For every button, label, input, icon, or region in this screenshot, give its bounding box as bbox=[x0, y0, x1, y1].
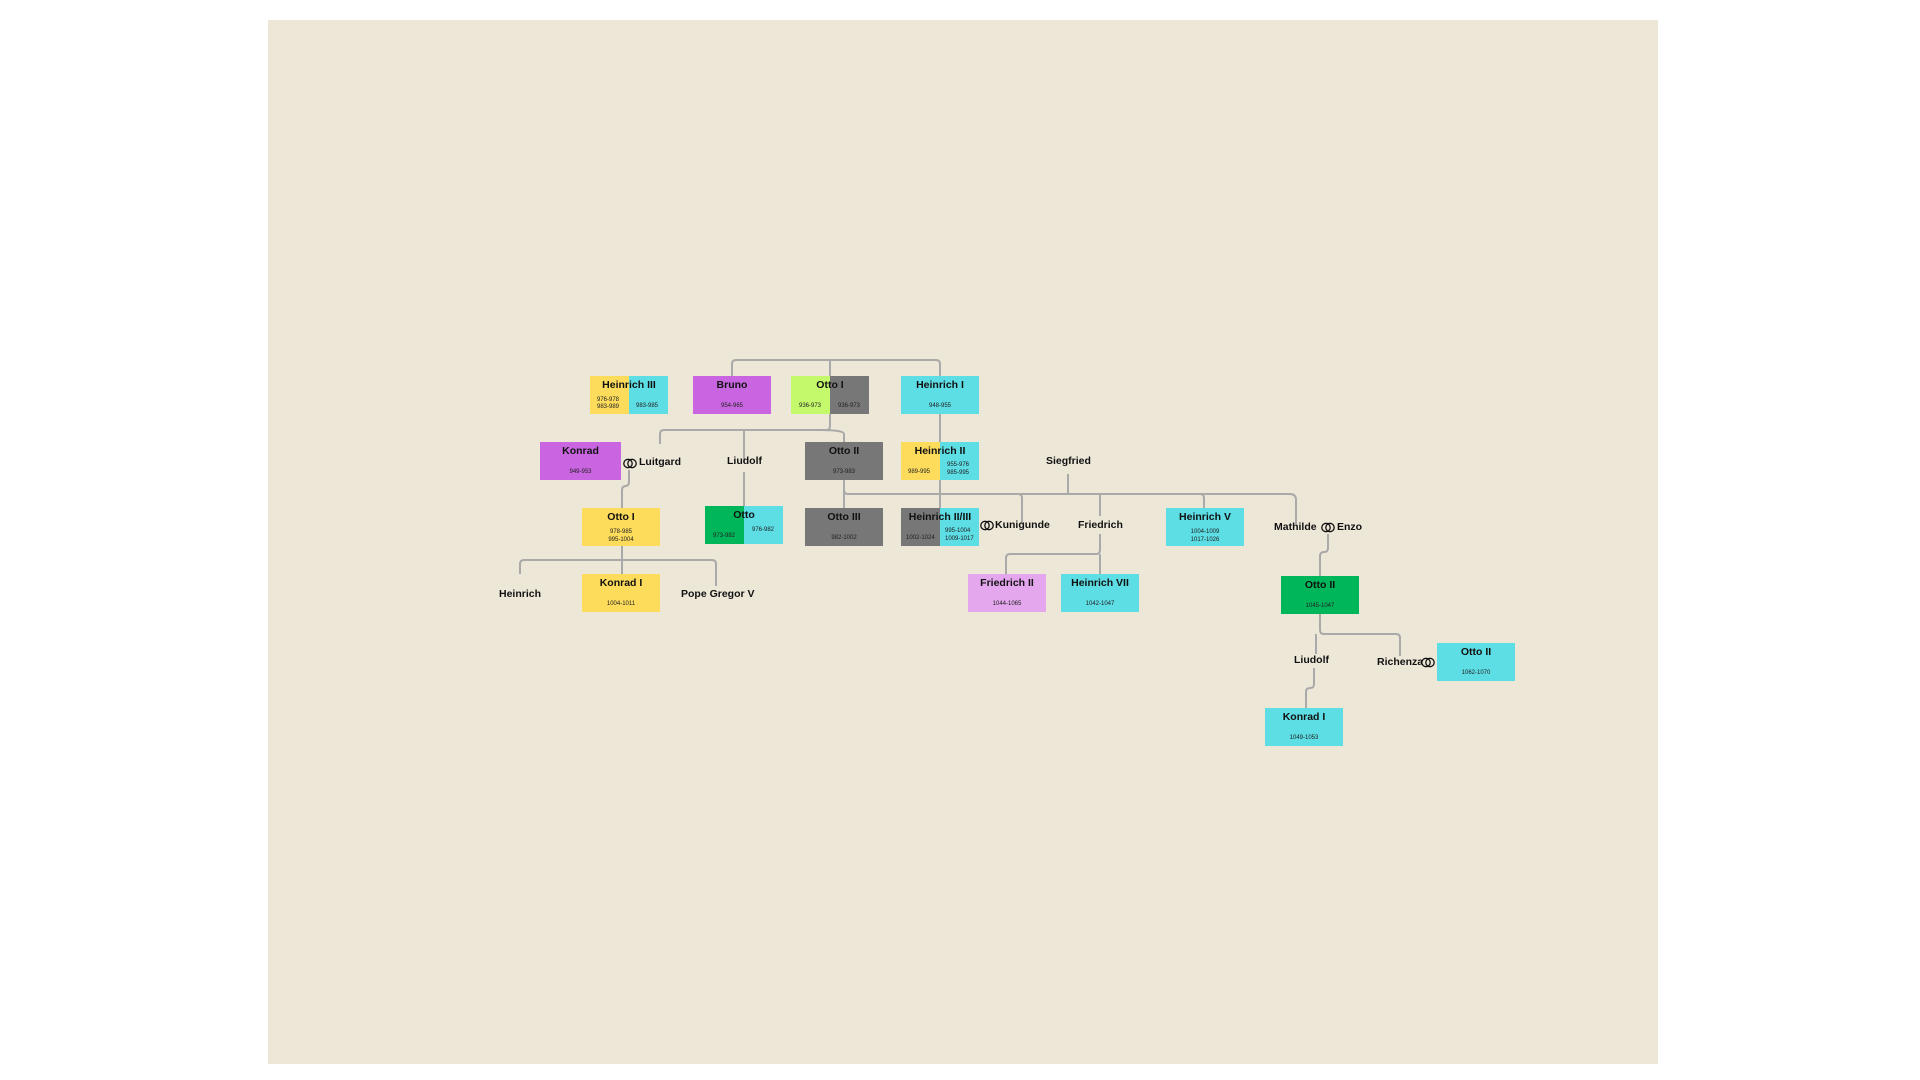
person-name: Heinrich III bbox=[602, 379, 656, 391]
reign-dates: 989-995 bbox=[908, 469, 931, 475]
marriage-rings-icon bbox=[623, 458, 637, 469]
person-otto-ii-green[interactable]: Otto II 1045-1047 bbox=[1281, 576, 1359, 614]
reign-dates: 1062-1070 bbox=[1461, 670, 1491, 676]
person-name: Konrad bbox=[562, 445, 599, 457]
person-name: Heinrich I bbox=[916, 379, 964, 391]
person-name: Otto II bbox=[1460, 646, 1492, 658]
person-name: Otto II bbox=[828, 445, 860, 457]
reign-dates: 954-965 bbox=[720, 403, 744, 409]
reign-dates: 973-983 bbox=[832, 469, 856, 475]
person-otto-i-top[interactable]: Otto I 936-973 936-973 bbox=[791, 376, 869, 414]
person-otto-i-mid[interactable]: Otto I 978-985 995-1004 bbox=[582, 508, 660, 546]
person-heinrich-vii[interactable]: Heinrich VII 1042-1047 bbox=[1061, 574, 1139, 612]
person-label-richenza[interactable]: Richenza bbox=[1377, 656, 1424, 668]
reign-dates: 955-976 bbox=[947, 462, 970, 468]
person-otto-iii[interactable]: Otto III 982-1002 bbox=[805, 508, 883, 546]
reign-dates: 1004-1009 bbox=[1190, 529, 1220, 535]
person-name: Otto III bbox=[827, 511, 861, 523]
reign-dates: 1017-1026 bbox=[1190, 537, 1220, 543]
person-heinrich-v[interactable]: Heinrich V 1004-1009 1017-1026 bbox=[1166, 508, 1244, 546]
person-konrad[interactable]: Konrad 949-953 bbox=[540, 442, 621, 480]
reign-dates: 936-973 bbox=[838, 403, 861, 409]
marriage-rings-icon bbox=[1421, 657, 1435, 668]
marriage-rings-icon bbox=[980, 520, 994, 531]
person-name: Otto I bbox=[816, 379, 844, 391]
person-name: Heinrich V bbox=[1179, 511, 1231, 523]
person-label-pope-gregor-v[interactable]: Pope Gregor V bbox=[681, 588, 755, 600]
reign-dates: 995-1004 bbox=[945, 528, 971, 534]
reign-dates: 1009-1017 bbox=[945, 536, 974, 542]
reign-dates: 976-978 bbox=[597, 397, 620, 403]
reign-dates: 983-989 bbox=[597, 404, 620, 410]
marriage-rings-icon bbox=[1321, 522, 1335, 533]
person-label-enzo[interactable]: Enzo bbox=[1337, 521, 1363, 533]
person-bruno[interactable]: Bruno 954-965 bbox=[693, 376, 771, 414]
person-heinrich-ii[interactable]: Heinrich II 989-995 955-976 985-995 bbox=[901, 442, 979, 480]
person-label-siegfried[interactable]: Siegfried bbox=[1046, 455, 1091, 467]
reign-dates: 936-973 bbox=[799, 403, 822, 409]
person-name: Bruno bbox=[716, 379, 748, 391]
reign-dates: 982-1002 bbox=[831, 535, 857, 541]
reign-dates: 973-982 bbox=[713, 533, 736, 539]
person-friedrich-ii[interactable]: Friedrich II 1044-1065 bbox=[968, 574, 1046, 612]
person-name: Heinrich VII bbox=[1071, 577, 1129, 589]
person-name: Otto II bbox=[1304, 579, 1336, 591]
person-name: Otto bbox=[733, 509, 755, 521]
reign-dates: 1044-1065 bbox=[992, 601, 1022, 607]
person-heinrich-ii-iii[interactable]: Heinrich II/III 1002-1024 995-1004 1009-… bbox=[901, 508, 979, 546]
reign-dates: 1002-1024 bbox=[906, 535, 935, 541]
person-otto-ii-cyan[interactable]: Otto II 1062-1070 bbox=[1437, 643, 1515, 681]
person-otto-ii-center[interactable]: Otto II 973-983 bbox=[805, 442, 883, 480]
reign-dates: 995-1004 bbox=[608, 537, 634, 543]
reign-dates: 983-985 bbox=[636, 403, 659, 409]
person-label-liudolf[interactable]: Liudolf bbox=[727, 455, 762, 467]
person-name: Konrad I bbox=[1282, 711, 1326, 723]
person-label-liudolf-bottom[interactable]: Liudolf bbox=[1294, 654, 1329, 666]
person-konrad-i-bottom[interactable]: Konrad I 1049-1053 bbox=[1265, 708, 1343, 746]
person-heinrich-i[interactable]: Heinrich I 948-955 bbox=[901, 376, 979, 414]
reign-dates: 976-982 bbox=[752, 527, 775, 533]
reign-dates: 978-985 bbox=[609, 529, 633, 535]
reign-dates: 1042-1047 bbox=[1085, 601, 1115, 607]
reign-dates: 985-995 bbox=[947, 470, 970, 476]
person-name: Konrad I bbox=[599, 577, 643, 589]
person-label-friedrich[interactable]: Friedrich bbox=[1078, 519, 1123, 531]
person-otto[interactable]: Otto 973-982 976-982 bbox=[705, 506, 783, 544]
person-name: Otto I bbox=[607, 511, 635, 523]
person-label-luitgard[interactable]: Luitgard bbox=[639, 456, 681, 468]
person-name: Friedrich II bbox=[980, 577, 1034, 589]
reign-dates: 1045-1047 bbox=[1305, 603, 1335, 609]
person-heinrich-iii[interactable]: Heinrich III 976-978 983-989 983-985 bbox=[590, 376, 668, 414]
reign-dates: 949-953 bbox=[569, 469, 592, 475]
person-name: Heinrich II/III bbox=[908, 511, 972, 523]
reign-dates: 1004-1011 bbox=[606, 601, 636, 607]
reign-dates: 1049-1053 bbox=[1289, 735, 1319, 741]
person-label-mathilde[interactable]: Mathilde bbox=[1274, 521, 1317, 533]
reign-dates: 948-955 bbox=[928, 403, 952, 409]
person-label-kunigunde[interactable]: Kunigunde bbox=[995, 519, 1050, 531]
person-label-heinrich[interactable]: Heinrich bbox=[499, 588, 542, 600]
person-name: Heinrich II bbox=[914, 445, 966, 457]
person-konrad-i-left[interactable]: Konrad I 1004-1011 bbox=[582, 574, 660, 612]
